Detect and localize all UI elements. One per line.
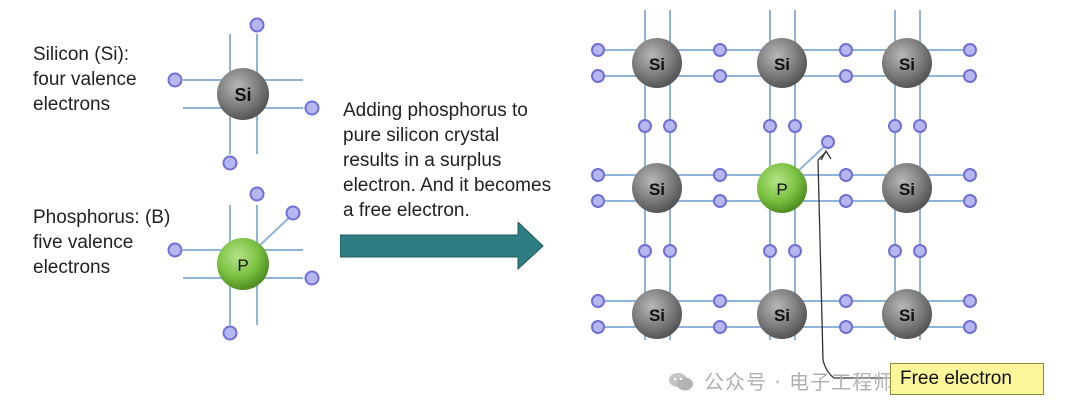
svg-text:Si: Si (649, 306, 665, 325)
explanation-text: Adding phosphorus to pure silicon crysta… (343, 100, 552, 221)
valence-electron (591, 194, 605, 208)
lattice-atom-p: P (757, 163, 807, 213)
lattice-atom-si: Si (632, 163, 682, 213)
valence-electron (222, 155, 238, 171)
isolated-silicon-atom: Si (167, 17, 320, 171)
valence-electron (839, 320, 853, 334)
svg-text:Si: Si (774, 55, 790, 74)
valence-electron (963, 320, 977, 334)
valence-electron (913, 244, 927, 258)
isolated-phosphorus-atom: P (167, 186, 320, 341)
valence-electron (839, 43, 853, 57)
valence-electron (249, 186, 265, 202)
valence-electron (963, 294, 977, 308)
valence-electron (285, 205, 301, 221)
valence-electron (304, 270, 320, 286)
valence-electron (963, 194, 977, 208)
svg-text:P: P (776, 180, 787, 199)
svg-text:Si: Si (774, 306, 790, 325)
valence-electron (304, 100, 320, 116)
wechat-icon (669, 373, 693, 391)
lattice-atom-si: Si (882, 163, 932, 213)
svg-text:Si: Si (649, 180, 665, 199)
svg-text:Si: Si (899, 55, 915, 74)
valence-electron (713, 69, 727, 83)
valence-electron (713, 168, 727, 182)
valence-electron (167, 242, 183, 258)
valence-electron (713, 194, 727, 208)
free-electron-callout: Free electron (890, 363, 1044, 395)
svg-text:Si: Si (899, 306, 915, 325)
valence-electron (167, 72, 183, 88)
valence-electron (839, 194, 853, 208)
valence-electron (788, 244, 802, 258)
callout-pointer (817, 151, 893, 379)
valence-electron (888, 119, 902, 133)
valence-electron (638, 119, 652, 133)
valence-electron (963, 43, 977, 57)
valence-electron (839, 294, 853, 308)
valence-electron (713, 43, 727, 57)
valence-electron (763, 119, 777, 133)
phosphorus-description: Phosphorus: (B) five valence electrons (33, 207, 171, 278)
valence-electron (888, 244, 902, 258)
valence-electron (763, 244, 777, 258)
valence-electron (249, 17, 265, 33)
valence-electron (788, 119, 802, 133)
valence-electron (222, 325, 238, 341)
lattice-atom-si: Si (882, 38, 932, 88)
valence-electron (591, 168, 605, 182)
valence-electron (839, 69, 853, 83)
phosphorus-atom (217, 238, 269, 290)
atom-symbol: Si (234, 85, 251, 105)
valence-electron (591, 69, 605, 83)
valence-electron (591, 294, 605, 308)
atom-symbol: P (237, 256, 248, 275)
valence-electron (591, 43, 605, 57)
valence-electron (713, 320, 727, 334)
silicon-lattice: Si Si Si Si P Si Si Si (591, 10, 977, 379)
lattice-atom-si: Si (632, 289, 682, 339)
lattice-atom-si: Si (882, 289, 932, 339)
lattice-atom-si: Si (757, 38, 807, 88)
lattice-atom-si: Si (757, 289, 807, 339)
valence-electron (713, 294, 727, 308)
right-arrow-icon (340, 222, 544, 270)
silicon-atom (217, 68, 269, 120)
valence-electron (963, 168, 977, 182)
valence-electron (638, 244, 652, 258)
lattice-atom-si: Si (632, 38, 682, 88)
valence-electron (839, 168, 853, 182)
valence-electron (913, 119, 927, 133)
svg-text:Si: Si (899, 180, 915, 199)
valence-electron (591, 320, 605, 334)
svg-text:Si: Si (649, 55, 665, 74)
silicon-description: Silicon (Si): four valence electrons (33, 44, 137, 115)
free-electron (821, 135, 835, 149)
valence-electron (663, 244, 677, 258)
valence-electron (663, 119, 677, 133)
valence-electron (963, 69, 977, 83)
